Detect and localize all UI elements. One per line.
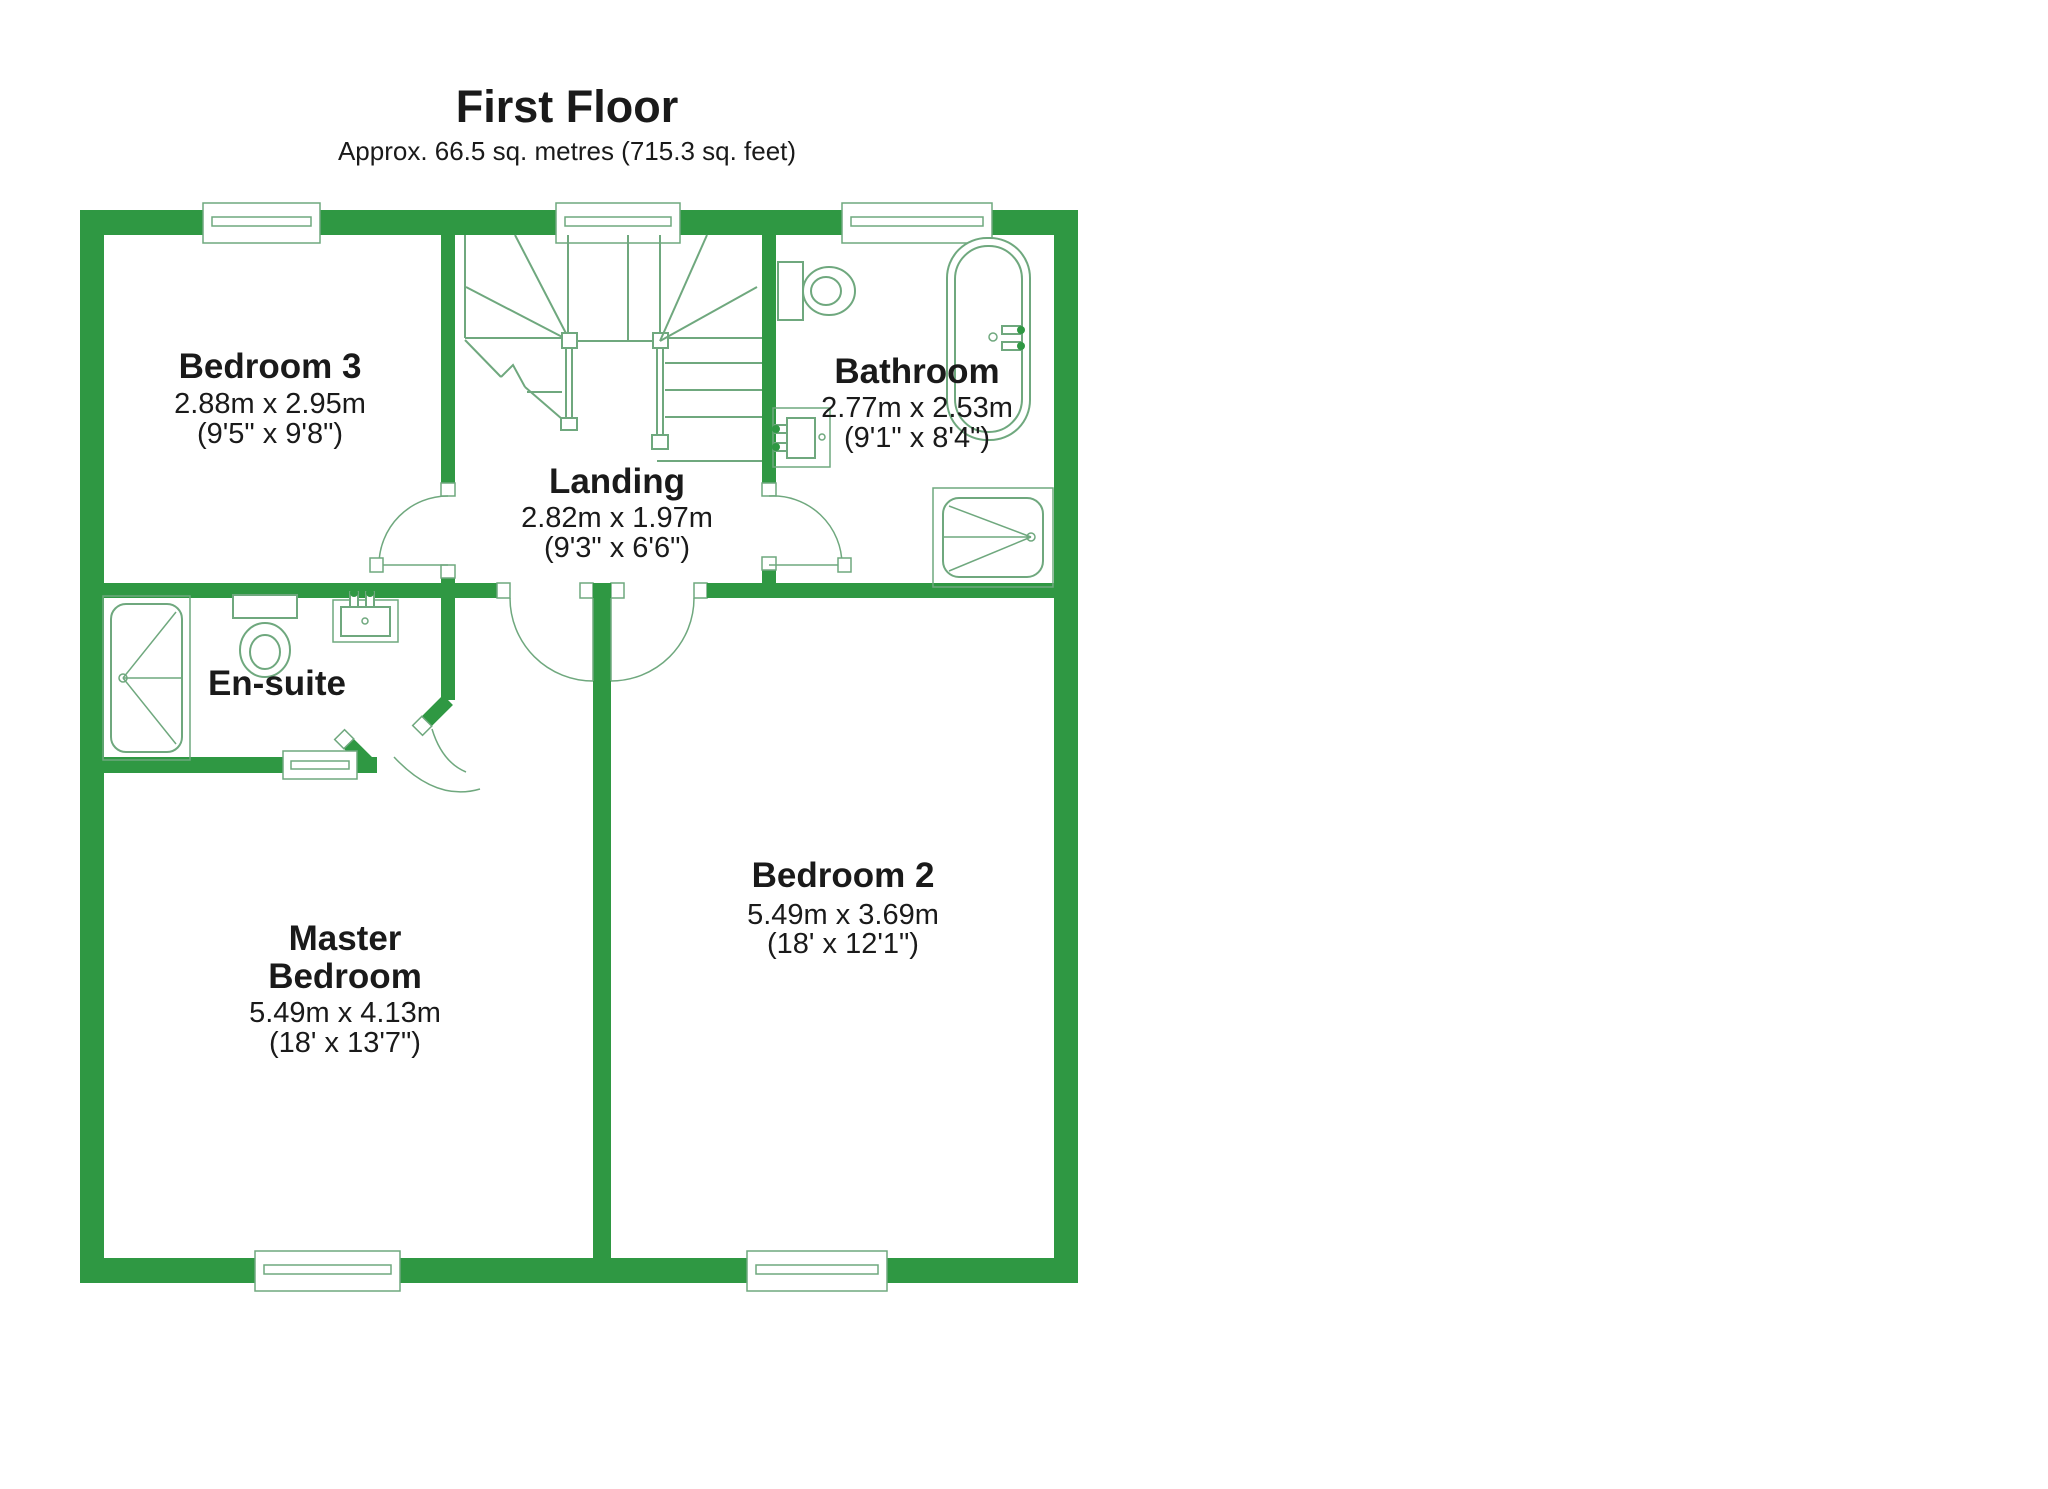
wall-ensuite-right <box>441 565 455 700</box>
window-master <box>254 1250 401 1292</box>
room-label: Bedroom 2 <box>752 856 935 895</box>
door-jamb <box>761 482 777 497</box>
wall-bedroom3-right <box>441 235 455 483</box>
walls <box>80 210 1078 1283</box>
wall-bedroom2-top <box>707 583 1054 598</box>
room-ensuite: En-suite <box>208 664 346 703</box>
room-dim-imperial: (18' x 13'7") <box>269 1027 421 1059</box>
toilet-icon <box>777 261 856 321</box>
room-label: En-suite <box>208 664 346 703</box>
door-jamb <box>693 582 708 599</box>
shower-icon <box>102 595 191 761</box>
toilet-icon <box>232 594 298 678</box>
room-label: Landing <box>549 462 685 501</box>
shower-icon <box>932 487 1054 588</box>
window-stairs <box>555 202 681 244</box>
wall-ensuite-top <box>104 583 497 598</box>
room-bedroom2: Bedroom 2 5.49m x 3.69m (18' x 12'1") <box>747 856 939 960</box>
door-master-from-landing <box>509 597 594 682</box>
room-dim-metric: 5.49m x 4.13m <box>249 997 441 1029</box>
door-jamb <box>496 582 511 599</box>
doors <box>369 495 852 793</box>
wall-bottom <box>80 1258 1078 1283</box>
door-jamb <box>440 564 456 579</box>
windows <box>202 202 993 1292</box>
room-dim-metric: 2.88m x 2.95m <box>174 388 366 420</box>
ensuite-fixtures <box>102 589 399 761</box>
door-jamb <box>610 582 625 599</box>
room-landing: Landing 2.82m x 1.97m (9'3" x 6'6") <box>521 462 713 564</box>
door-bedroom2-from-landing <box>610 597 695 682</box>
room-label: Bedroom 3 <box>179 347 362 386</box>
room-label: Bathroom <box>834 352 999 391</box>
room-label-line2: Bedroom <box>268 957 422 996</box>
room-bedroom3: Bedroom 3 2.88m x 2.95m (9'5" x 9'8") <box>174 347 366 450</box>
sink-icon <box>332 589 399 643</box>
door-arc-ensuite <box>431 728 467 773</box>
room-dim-imperial: (9'3" x 6'6") <box>544 532 690 564</box>
window-bathroom <box>841 202 993 244</box>
door-bedroom3 <box>369 495 449 573</box>
window-bedroom2 <box>746 1250 888 1292</box>
page-title: First Floor <box>456 81 679 132</box>
room-bathroom: Bathroom 2.77m x 2.53m (9'1" x 8'4") <box>821 352 1013 454</box>
ensuite-door-leaf <box>411 695 453 737</box>
window-ensuite-wall <box>282 750 358 780</box>
room-dim-imperial: (9'1" x 8'4") <box>844 422 990 454</box>
door-jamb <box>761 556 777 571</box>
room-dim-metric: 2.82m x 1.97m <box>521 502 713 534</box>
bathroom-fixtures <box>772 237 1054 588</box>
room-master: Master Bedroom 5.49m x 4.13m (18' x 13'7… <box>249 919 441 1059</box>
door-jamb <box>579 582 594 599</box>
room-dim-imperial: (9'5" x 9'8") <box>197 418 343 450</box>
room-dim-metric: 2.77m x 2.53m <box>821 392 1013 424</box>
room-dim-metric: 5.49m x 3.69m <box>747 899 939 931</box>
master-door-leaf <box>333 728 375 770</box>
door-jamb <box>440 482 456 497</box>
sink-icon <box>772 407 831 468</box>
window-bedroom3 <box>202 202 321 244</box>
wall-master-bedroom2-divider <box>593 583 611 1283</box>
wall-left <box>80 210 104 1283</box>
door-arc-master <box>393 756 481 793</box>
staircase <box>464 234 762 462</box>
page-subtitle: Approx. 66.5 sq. metres (715.3 sq. feet) <box>338 136 796 166</box>
room-dim-imperial: (18' x 12'1") <box>767 928 919 960</box>
bathtub-icon <box>946 237 1031 441</box>
room-label-line1: Master <box>289 919 402 958</box>
door-bathroom <box>768 495 852 573</box>
wall-right <box>1054 210 1078 1283</box>
